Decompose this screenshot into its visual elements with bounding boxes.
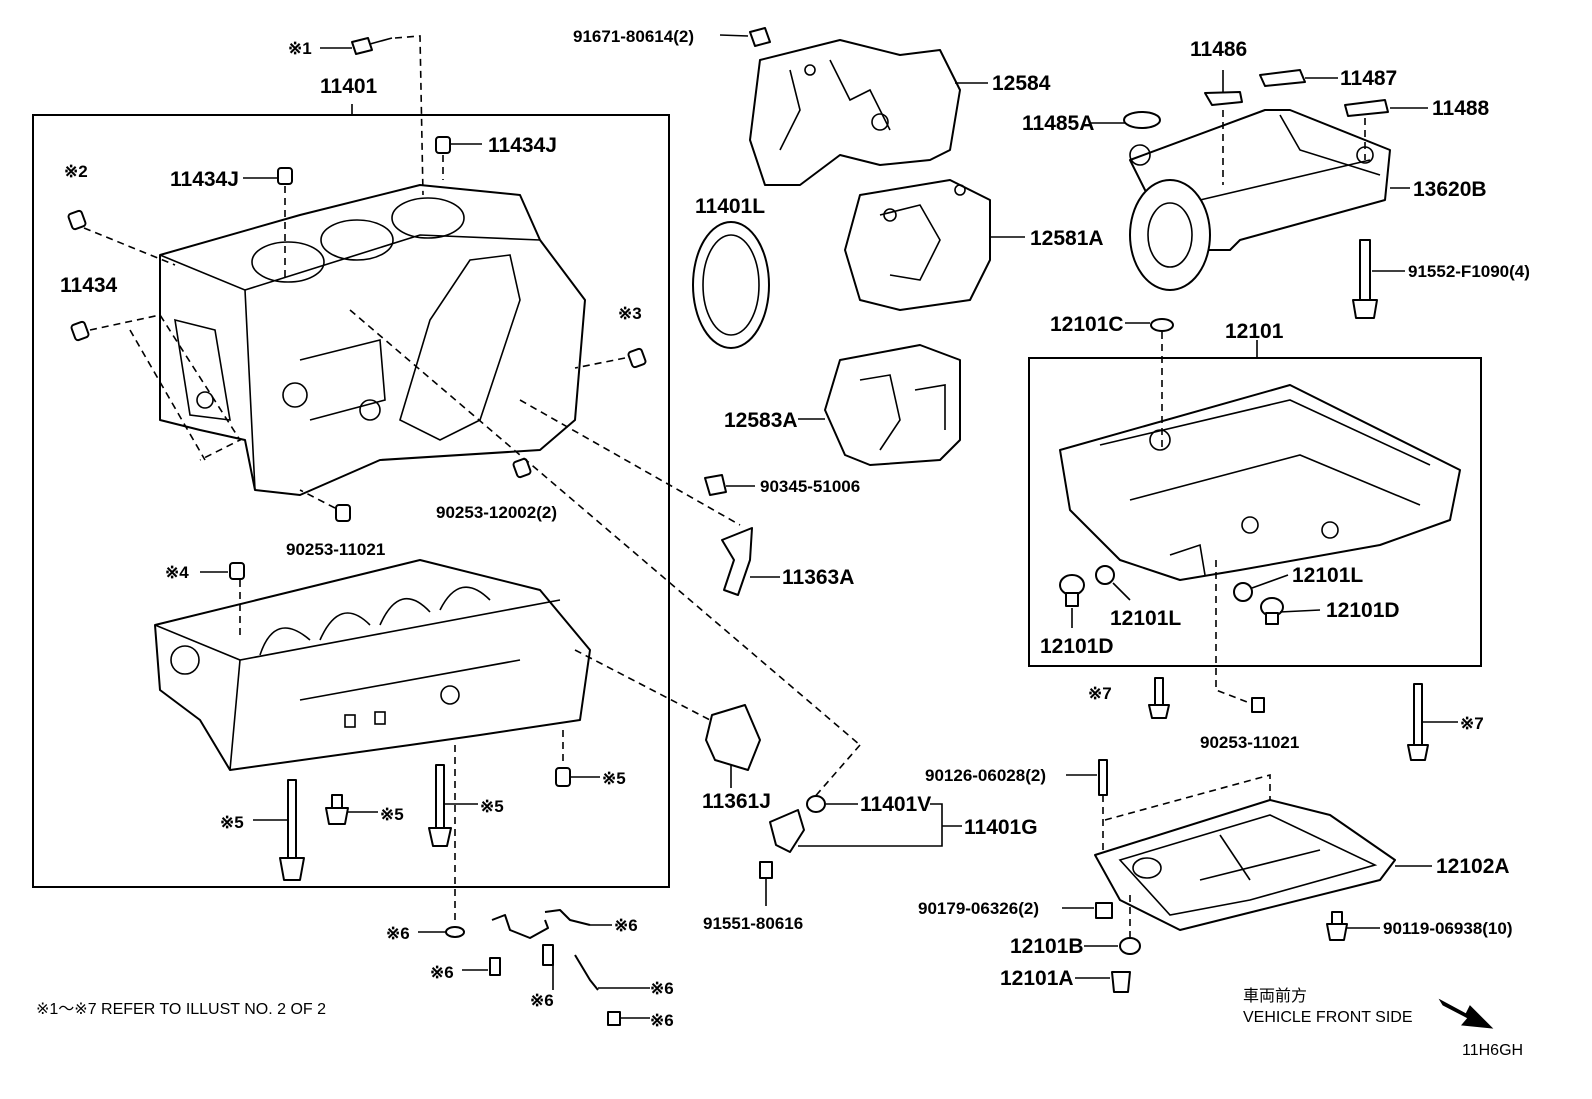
label-11434J-left: 11434J [170, 168, 239, 191]
vehicle-front-arrow-icon [1438, 998, 1494, 1029]
label-11487: 11487 [1340, 67, 1397, 90]
vehicle-front-side-en: VEHICLE FRONT SIDE [1243, 1009, 1413, 1026]
cylinder-block-group-frame [32, 114, 670, 888]
label-90345-51006: 90345-51006 [760, 477, 860, 496]
oil-pan-group-frame [1028, 357, 1482, 667]
label-11486: 11486 [1190, 38, 1247, 61]
part-labels: 11401 ※1 11434J 11434J ※2 11434 ※3 90253… [36, 27, 1530, 1059]
label-91671-80614: 91671-80614(2) [573, 27, 694, 46]
label-ref-6-bolt-a: ※6 [430, 963, 454, 982]
label-ref-5-short-bolt: ※5 [380, 805, 404, 824]
label-ref-2: ※2 [64, 162, 88, 181]
label-91552-F1090: 91552-F1090(4) [1408, 262, 1530, 281]
bracket-small-parts [445, 909, 621, 1026]
leader-lines [200, 34, 1458, 1019]
label-90119-06938: 90119-06938(10) [1383, 919, 1513, 938]
illustration-code: 11H6GH [1462, 1042, 1523, 1059]
oil-pan-upper-small-parts [1059, 318, 1429, 761]
label-ref-1: ※1 [288, 39, 312, 58]
label-13620B: 13620B [1413, 178, 1487, 201]
label-ref-5-mid-bolt: ※5 [480, 797, 504, 816]
label-ref-6-pipe: ※6 [650, 979, 674, 998]
lower-crankcase-drawing [154, 559, 591, 771]
timing-cover-12581A-drawing [844, 179, 991, 311]
label-ref-6-bolt-c: ※6 [650, 1011, 674, 1030]
balancer-assembly-drawing [1129, 109, 1391, 291]
label-11434: 11434 [60, 274, 118, 297]
label-12581A: 12581A [1030, 227, 1104, 250]
label-12101: 12101 [1225, 320, 1284, 343]
label-11363A: 11363A [782, 566, 854, 589]
label-ref-7-right: ※7 [1460, 714, 1484, 733]
cylinder-block-drawing [159, 184, 586, 496]
label-11401: 11401 [320, 75, 378, 98]
label-91551-80616: 91551-80616 [703, 914, 803, 933]
label-ref-4: ※4 [165, 563, 189, 582]
label-12101B: 12101B [1010, 935, 1084, 958]
oil-seal-11401L-drawing [692, 221, 770, 349]
oil-pan-lower-small-parts [1095, 759, 1348, 993]
oil-pan-lower-drawing [1094, 799, 1396, 931]
label-11401G: 11401G [964, 816, 1038, 839]
block-guide-lines [83, 35, 861, 925]
footnote: ※1～※7 REFER TO ILLUST NO. 2 OF 2 [36, 1001, 326, 1018]
label-ref-6-bolt-b: ※6 [530, 991, 554, 1010]
label-ref-3: ※3 [618, 304, 642, 323]
label-12101C: 12101C [1050, 313, 1124, 336]
label-11485A: 11485A [1022, 112, 1094, 135]
label-11434J-upper: 11434J [488, 134, 557, 157]
label-11401V: 11401V [860, 793, 931, 816]
label-12102A: 12102A [1436, 855, 1510, 878]
label-90253-11021-right: 90253-11021 [1200, 733, 1299, 752]
label-11361J: 11361J [702, 790, 771, 813]
label-90253-11021-left: 90253-11021 [286, 540, 385, 559]
label-90253-12002: 90253-12002(2) [436, 503, 557, 522]
label-ref-6-oring: ※6 [386, 924, 410, 943]
small-parts-middle [704, 27, 826, 879]
label-11488: 11488 [1432, 97, 1490, 120]
timing-cover-12584-drawing [749, 39, 961, 186]
label-90126-06028: 90126-06028(2) [925, 766, 1046, 785]
label-12101D-left: 12101D [1040, 635, 1114, 658]
label-12101D-right: 12101D [1326, 599, 1400, 622]
label-12584: 12584 [992, 72, 1051, 95]
label-12101L-right: 12101L [1292, 564, 1363, 587]
timing-cover-12583A-drawing [824, 344, 961, 466]
dowel-pins [67, 37, 647, 787]
label-11401L: 11401L [695, 195, 765, 218]
label-12583A: 12583A [724, 409, 798, 432]
label-12101L-left: 12101L [1110, 607, 1181, 630]
label-ref-6-bracket: ※6 [614, 916, 638, 935]
label-ref-5-pin: ※5 [602, 769, 626, 788]
label-90179-06326: 90179-06326(2) [918, 899, 1039, 918]
oil-pan-upper-drawing [1059, 384, 1461, 581]
label-ref-7-left: ※7 [1088, 684, 1112, 703]
balancer-small-parts [1123, 69, 1389, 319]
label-ref-5-long-bolt: ※5 [220, 813, 244, 832]
vehicle-front-side-jp: 車両前方 [1243, 987, 1307, 1005]
block-bolts [279, 764, 452, 881]
label-12101A: 12101A [1000, 967, 1074, 990]
